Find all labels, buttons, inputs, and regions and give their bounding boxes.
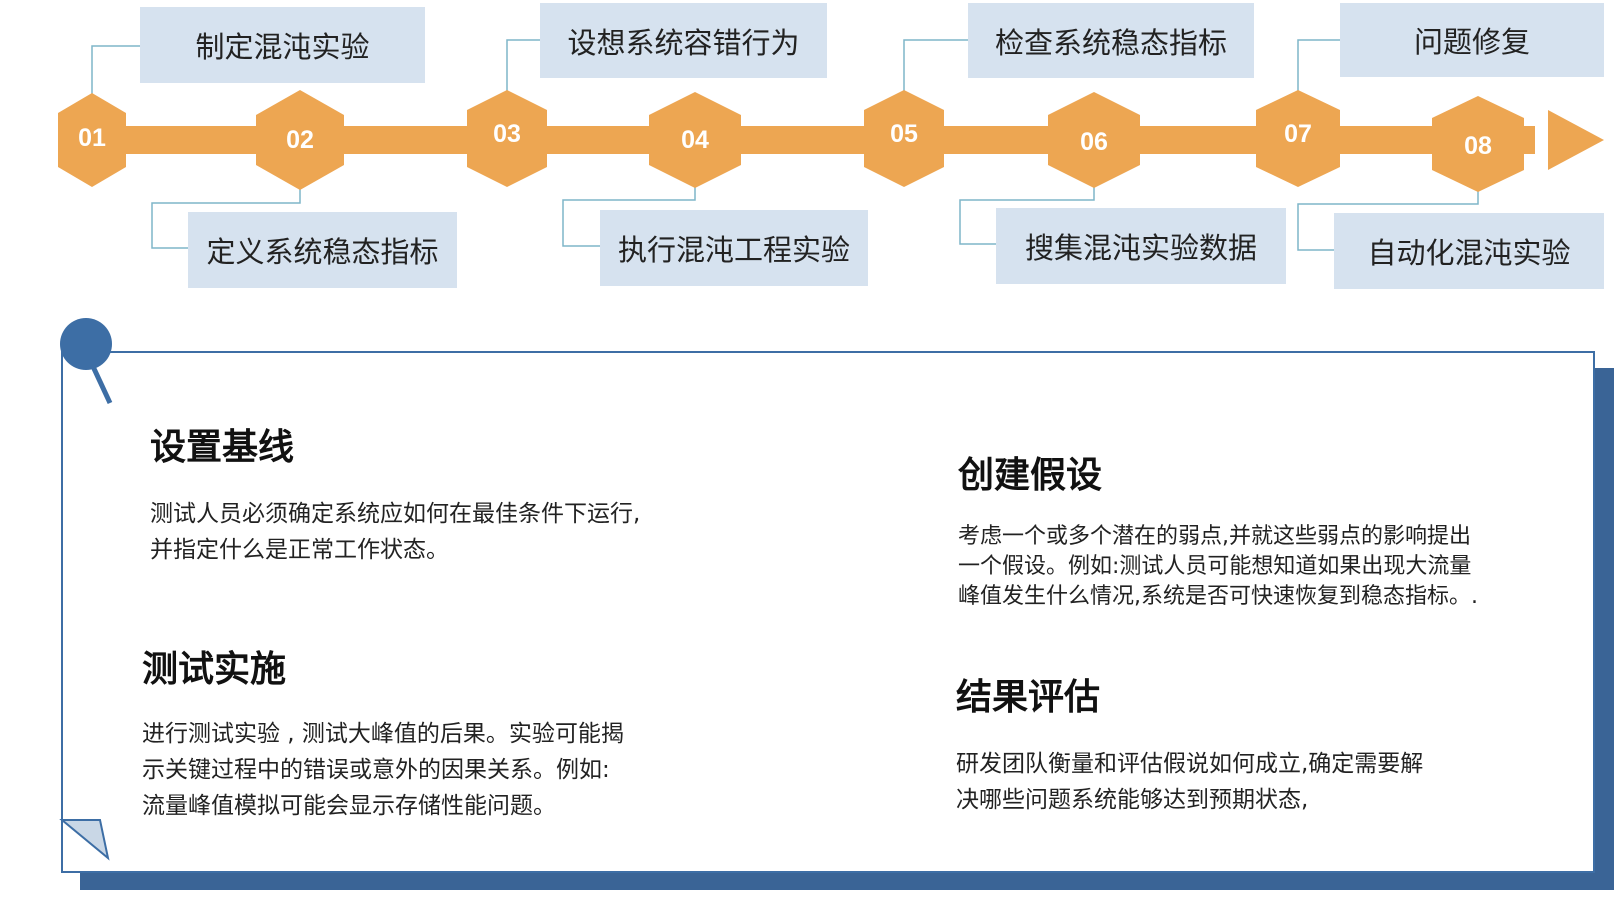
section-text-baseline: 测试人员必须确定系统应如何在最佳条件下运行, 并指定什么是正常工作状态。 [150,496,770,568]
info-card [61,351,1595,873]
text-line: 考虑一个或多个潜在的弱点,并就这些弱点的影响提出 [958,524,1471,549]
text-line: 流量峰值模拟可能会显示存储性能问题。 [142,793,556,819]
hexagon-03 [467,90,547,187]
text-line: 决哪些问题系统能够达到预期状态, [956,787,1309,813]
step-label-07: 问题修复 [1340,3,1604,77]
step-label-06: 搜集混沌实验数据 [996,208,1286,284]
text-line: 进行测试实验 , 测试大峰值的后果。实验可能揭 [142,721,624,747]
card-folded-corner [59,819,110,861]
hexagon-05 [864,90,944,187]
section-text-hypothesis: 考虑一个或多个潜在的弱点,并就这些弱点的影响提出 一个假设。例如:测试人员可能想… [958,522,1578,612]
step-label-02: 定义系统稳态指标 [188,212,457,288]
section-text-execution: 进行测试实验 , 测试大峰值的后果。实验可能揭 示关键过程中的错误或意外的因果关… [142,716,742,824]
step-number-01: 01 [78,123,106,152]
step-label-01: 制定混沌实验 [140,7,425,83]
hexagon-07 [1256,90,1340,187]
section-title-hypothesis: 创建假设 [958,455,1103,496]
section-text-evaluation: 研发团队衡量和评估假说如何成立,确定需要解 决哪些问题系统能够达到预期状态, [956,746,1556,818]
timeline-gap [1535,122,1543,158]
text-line: 一个假设。例如:测试人员可能想知道如果出现大流量 [958,554,1472,579]
text-line: 研发团队衡量和评估假说如何成立,确定需要解 [956,751,1424,777]
step-label-03: 设想系统容错行为 [540,3,827,78]
connectors [91,39,1479,251]
step-label-04: 执行混沌工程实验 [600,210,868,286]
section-title-evaluation: 结果评估 [956,677,1101,718]
step-label-08: 自动化混沌实验 [1334,213,1604,289]
text-line: 示关键过程中的错误或意外的因果关系。例如: [142,757,610,783]
hexagon-02 [256,90,344,190]
hexagon-08 [1432,96,1524,192]
section-title-baseline: 设置基线 [150,427,295,468]
hexagon-06 [1048,92,1140,188]
step-number-07: 07 [1284,119,1312,148]
step-number-08: 08 [1464,131,1492,160]
step-number-02: 02 [286,125,314,154]
step-number-03: 03 [493,119,521,148]
step-label-05: 检查系统稳态指标 [968,3,1254,78]
text-line: 并指定什么是正常工作状态。 [150,537,449,563]
hexagon-01 [58,93,126,187]
section-title-execution: 测试实施 [142,649,287,690]
hexagon-04 [649,92,741,188]
step-number-05: 05 [890,119,918,148]
text-line: 峰值发生什么情况,系统是否可快速恢复到稳态指标。. [958,584,1478,609]
text-line: 测试人员必须确定系统应如何在最佳条件下运行, [150,501,641,527]
step-number-06: 06 [1080,127,1108,156]
timeline-hexagons [58,90,1524,192]
timeline-arrow [1548,110,1604,170]
pin-head [60,318,112,370]
step-number-04: 04 [681,125,709,154]
